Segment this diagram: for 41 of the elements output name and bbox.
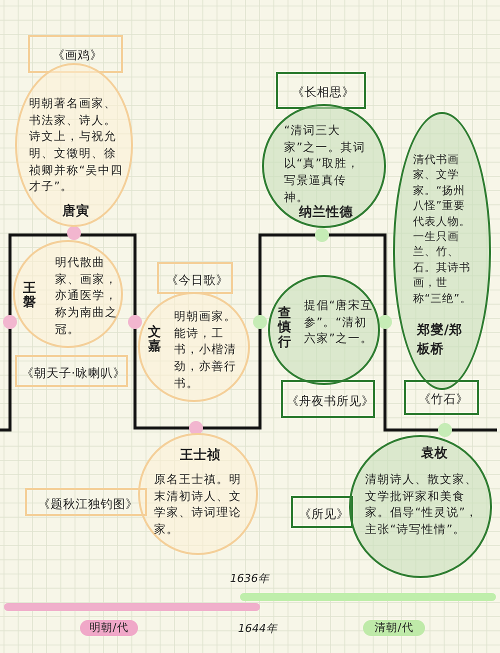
poem-title-box [281,380,375,418]
poem-title: 《画鸡》 [52,47,104,64]
poet-name: 纳兰性德 [298,204,354,222]
poet-ellipse [138,292,250,402]
poet-description: 明朝著名画家、书法家、诗人。诗文上，与祝允明、文徵明、徐祯卿并称“吴中四才子”。 [29,95,124,196]
year-label: 1644年 [238,621,277,636]
poet-description: 清朝诗人、散文家、文学批评家和美食家。倡导“性灵说”，主张“诗写性情”。 [365,471,479,538]
poem-title: 《朝天子·咏喇叭》 [20,365,127,382]
poem-title-box [276,72,366,109]
poet-name: 文嘉 [148,326,161,355]
poet-name: 郑燮/郑板桥 [417,322,464,359]
poem-title-box [15,355,128,387]
dynasty-tag [363,620,425,636]
poet-name: 王士祯 [178,447,222,465]
poem-title-box [291,496,353,528]
year-label: 1636年 [230,571,269,586]
poet-description: 清代书画家、文学家。“扬州八怪”重要代表人物。一生只画兰、竹、石。其诗书画，世称“三绝”。 [413,152,472,306]
poet-description: 原名王士禛。明末清初诗人、文学家、诗词理论家。 [154,471,242,538]
poet-name: 袁枚 [421,445,449,463]
poem-title: 《今日歌》 [164,272,230,289]
poet-name: 王磐 [23,282,36,311]
poet-name: 查慎行 [278,307,291,350]
poem-title: 《所见》 [298,506,350,523]
poet-description: 明朝画家。能诗，工书，小楷清劲，亦善行书。 [174,308,238,392]
poet-ellipse [262,104,386,228]
poem-title: 《长相思》 [290,84,356,101]
poem-title: 《舟夜书所见》 [285,393,375,410]
poem-title-box [28,35,123,73]
poem-title: 《题秋江独钓图》 [37,496,139,513]
dynasty-tag [80,620,138,636]
poet-ellipse [15,63,133,227]
poem-title: 《竹石》 [418,391,470,408]
poem-title-box [157,262,233,294]
poet-description: “清词三大家”之一。其词以“真”取胜，写景逼真传神。 [284,122,366,204]
poem-title-box [25,488,147,516]
poet-description: 明代散曲家、画家，亦通医学，称为南曲之冠。 [55,254,118,338]
dynasty-label: 清朝/代 [374,620,414,636]
poem-title-box [404,380,479,415]
dynasty-label: 明朝/代 [88,620,130,636]
poet-description: 提倡“唐宋互参”。“清初六家”之一。 [304,297,374,348]
poet-name: 唐寅 [62,203,90,221]
